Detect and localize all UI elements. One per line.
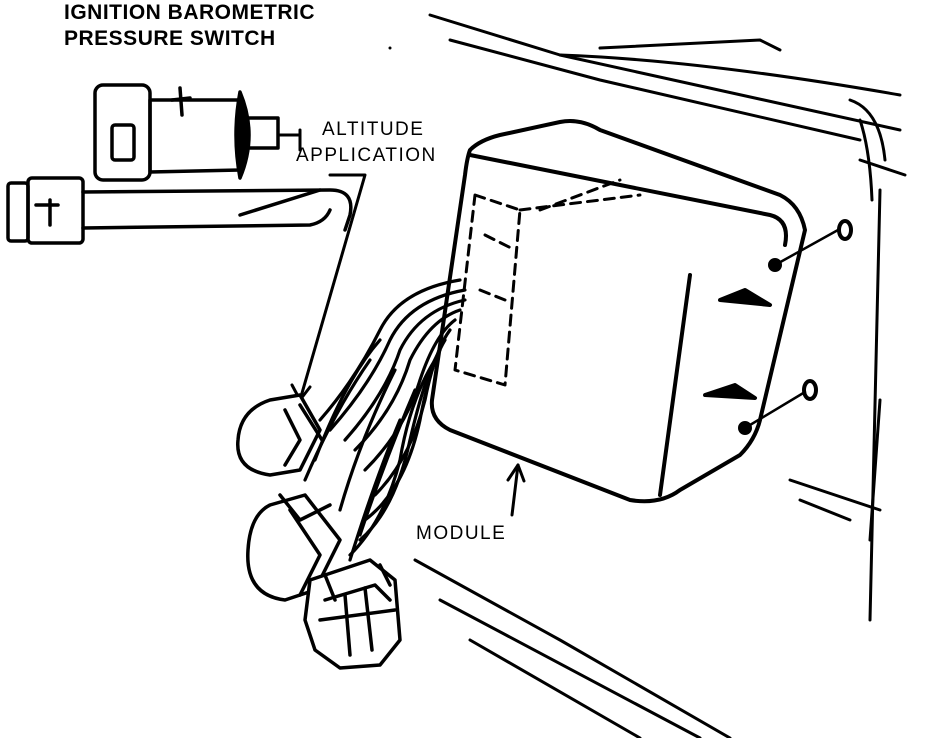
title-line-1: IGNITION BAROMETRIC [64,1,315,24]
module-label: MODULE [416,523,507,544]
altitude-leader [278,128,367,402]
module-box [429,119,853,504]
altitude-label-line-2: APPLICATION [296,145,437,166]
switch-connector [6,176,353,245]
wiring-harness [303,278,467,562]
altitude-label-line-1: ALTITUDE [322,119,425,140]
module-leader [506,463,526,517]
pressure-switch [93,83,280,182]
module-internal-dashed [453,178,642,387]
vehicle-panel-lines [413,13,907,738]
title-line-2: PRESSURE SWITCH [64,27,276,50]
harness-connectors [236,393,402,670]
speck-mark [388,46,392,50]
